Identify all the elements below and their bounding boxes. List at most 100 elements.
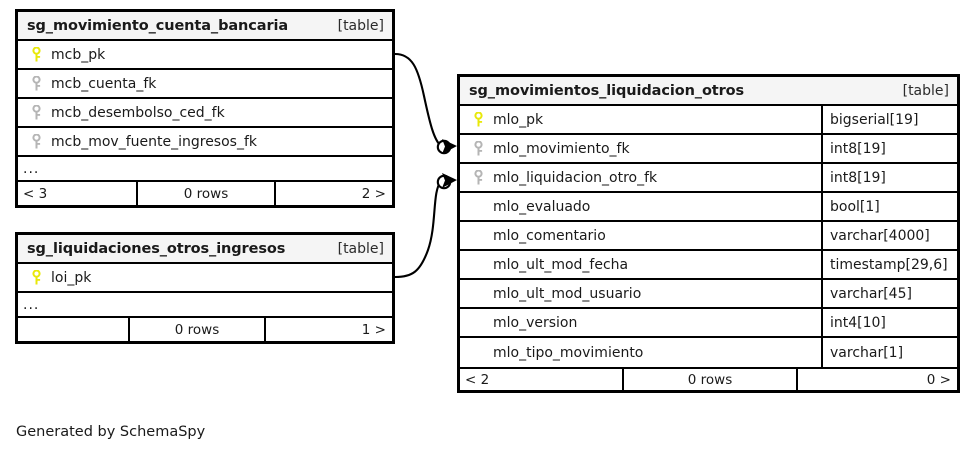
- column-type: bigserial[19]: [821, 106, 957, 133]
- column-name-cell: mlo_tipo_movimiento: [460, 338, 821, 367]
- column-row[interactable]: mlo_movimiento_fk int8[19]: [460, 135, 957, 164]
- column-row[interactable]: mcb_mov_fuente_ingresos_fk: [18, 128, 392, 157]
- column-name: mlo_version: [493, 314, 578, 331]
- column-name: mlo_pk: [493, 111, 544, 128]
- key-icon-none: [469, 228, 487, 244]
- column-name: mlo_comentario: [493, 227, 606, 244]
- entity-kind-label: [table]: [337, 17, 384, 34]
- entity-footer: 0 rows 1 >: [18, 318, 392, 341]
- column-name: mlo_movimiento_fk: [493, 140, 630, 157]
- column-name: mlo_evaluado: [493, 198, 591, 215]
- entity-footer: < 3 0 rows 2 >: [18, 182, 392, 205]
- entity-title: sg_movimiento_cuenta_bancaria: [27, 17, 289, 34]
- column-name: mcb_mov_fuente_ingresos_fk: [51, 133, 258, 150]
- column-name: mlo_ult_mod_usuario: [493, 285, 642, 302]
- key-icon-foreign: [27, 75, 45, 92]
- entity-sg-movimiento-cuenta-bancaria[interactable]: sg_movimiento_cuenta_bancaria [table] mc…: [15, 9, 395, 208]
- column-row[interactable]: mlo_evaluado bool[1]: [460, 193, 957, 222]
- entity-header: sg_movimiento_cuenta_bancaria [table]: [18, 12, 392, 41]
- column-row[interactable]: mlo_comentario varchar[4000]: [460, 222, 957, 251]
- footer-parent-count[interactable]: [18, 318, 128, 341]
- entity-title: sg_liquidaciones_otros_ingresos: [27, 240, 286, 257]
- key-icon-foreign: [469, 169, 487, 186]
- column-name-cell: mlo_movimiento_fk: [460, 135, 821, 162]
- column-name-cell: mcb_desembolso_ced_fk: [18, 99, 392, 126]
- key-icon-none: [469, 315, 487, 331]
- column-name: mlo_liquidacion_otro_fk: [493, 169, 658, 186]
- arrowhead-loi: [442, 173, 457, 188]
- entity-title: sg_movimientos_liquidacion_otros: [469, 82, 745, 99]
- column-name-cell: mlo_comentario: [460, 222, 821, 249]
- entity-columns: loi_pk ...: [18, 264, 392, 318]
- entity-columns: mcb_pk mcb_cuenta_fk: [18, 41, 392, 182]
- column-name-cell: mlo_evaluado: [460, 193, 821, 220]
- column-name: mlo_ult_mod_fecha: [493, 256, 629, 273]
- arrowhead-mcb: [442, 139, 457, 154]
- entity-kind-label: [table]: [902, 82, 949, 99]
- column-row[interactable]: mlo_ult_mod_fecha timestamp[29,6]: [460, 251, 957, 280]
- relationship-edge-mcb-to-mlo: [394, 52, 442, 147]
- column-name-cell: mlo_version: [460, 309, 821, 336]
- column-name: mcb_cuenta_fk: [51, 75, 157, 92]
- column-row[interactable]: mlo_tipo_movimiento varchar[1]: [460, 338, 957, 367]
- cardinality-circle-mcb: [436, 139, 452, 155]
- entity-sg-movimientos-liquidacion-otros[interactable]: sg_movimientos_liquidacion_otros [table]…: [457, 74, 960, 393]
- column-type: varchar[45]: [821, 280, 957, 307]
- footer-child-count[interactable]: 2 >: [361, 185, 386, 202]
- entity-columns: mlo_pk bigserial[19] mlo_movimiento_fk: [460, 106, 957, 367]
- footer-row-count: 0 rows: [136, 182, 276, 205]
- column-name-cell: mlo_ult_mod_usuario: [460, 280, 821, 307]
- entity-footer: < 2 0 rows 0 >: [460, 367, 957, 390]
- column-row[interactable]: mcb_cuenta_fk: [18, 70, 392, 99]
- columns-truncated-indicator: ...: [18, 157, 392, 182]
- column-type: int8[19]: [821, 135, 957, 162]
- footer-parent-count[interactable]: < 3: [23, 185, 48, 202]
- key-icon-foreign: [27, 104, 45, 121]
- key-icon-foreign: [27, 133, 45, 150]
- key-icon-primary: [27, 269, 45, 286]
- column-type: int4[10]: [821, 309, 957, 336]
- column-name-cell: mcb_mov_fuente_ingresos_fk: [18, 128, 392, 155]
- columns-truncated-indicator: ...: [18, 293, 392, 318]
- relationship-edge-loi-to-mlo: [394, 180, 442, 279]
- column-name-cell: mlo_pk: [460, 106, 821, 133]
- footer-row-count: 0 rows: [128, 318, 266, 341]
- footer-row-count: 0 rows: [622, 369, 798, 390]
- entity-header: sg_liquidaciones_otros_ingresos [table]: [18, 235, 392, 264]
- column-row[interactable]: mlo_liquidacion_otro_fk int8[19]: [460, 164, 957, 193]
- column-name: mcb_pk: [51, 46, 106, 63]
- column-name-cell: mcb_cuenta_fk: [18, 70, 392, 97]
- column-row[interactable]: mlo_pk bigserial[19]: [460, 106, 957, 135]
- column-row[interactable]: loi_pk: [18, 264, 392, 293]
- column-name: loi_pk: [51, 269, 92, 286]
- generated-by-caption: Generated by SchemaSpy: [16, 424, 206, 440]
- column-row[interactable]: mcb_desembolso_ced_fk: [18, 99, 392, 128]
- footer-child-count[interactable]: 0 >: [926, 371, 951, 388]
- entity-kind-label: [table]: [337, 240, 384, 257]
- entity-header: sg_movimientos_liquidacion_otros [table]: [460, 77, 957, 106]
- column-name: mcb_desembolso_ced_fk: [51, 104, 225, 121]
- key-icon-primary: [469, 111, 487, 128]
- column-type: bool[1]: [821, 193, 957, 220]
- column-row[interactable]: mlo_version int4[10]: [460, 309, 957, 338]
- column-name-cell: mcb_pk: [18, 41, 392, 68]
- column-type: varchar[4000]: [821, 222, 957, 249]
- column-name-cell: mlo_liquidacion_otro_fk: [460, 164, 821, 191]
- column-name-cell: loi_pk: [18, 264, 392, 291]
- cardinality-circle-loi: [436, 174, 452, 190]
- key-icon-none: [469, 286, 487, 302]
- column-type: timestamp[29,6]: [821, 251, 957, 278]
- column-type: varchar[1]: [821, 338, 957, 367]
- column-name: mlo_tipo_movimiento: [493, 344, 644, 361]
- key-icon-none: [469, 199, 487, 215]
- column-row[interactable]: mlo_ult_mod_usuario varchar[45]: [460, 280, 957, 309]
- key-icon-none: [469, 345, 487, 361]
- entity-sg-liquidaciones-otros-ingresos[interactable]: sg_liquidaciones_otros_ingresos [table] …: [15, 232, 395, 344]
- footer-child-count[interactable]: 1 >: [361, 321, 386, 338]
- key-icon-foreign: [469, 140, 487, 157]
- key-icon-none: [469, 257, 487, 273]
- footer-parent-count[interactable]: < 2: [465, 371, 490, 388]
- column-type: int8[19]: [821, 164, 957, 191]
- column-row[interactable]: mcb_pk: [18, 41, 392, 70]
